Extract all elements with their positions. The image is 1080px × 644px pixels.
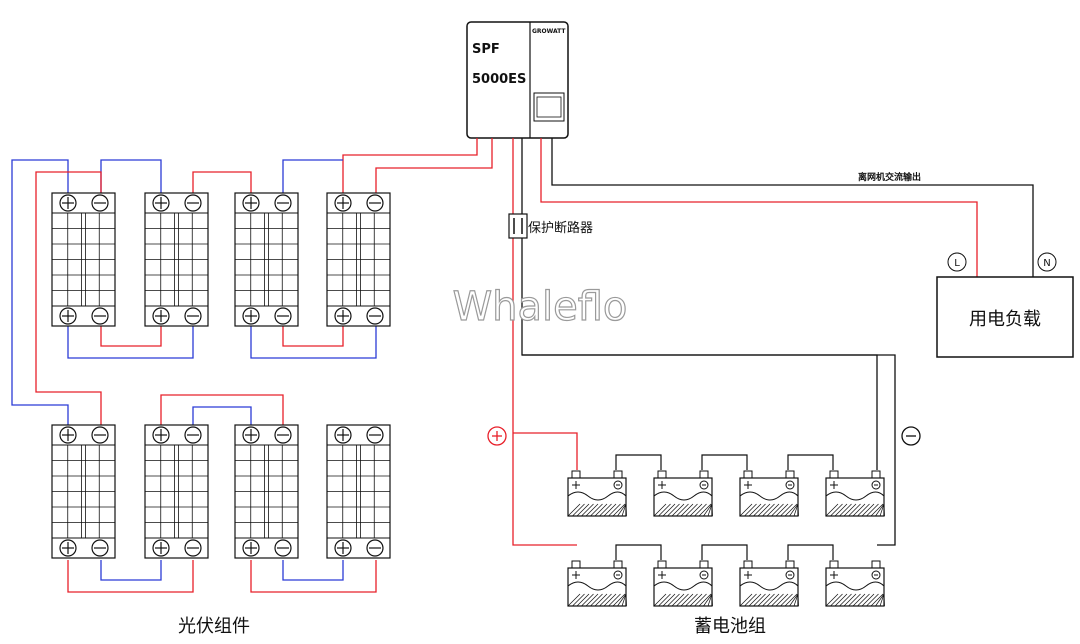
- pv-panel: [234, 424, 299, 559]
- pv-panel: [144, 424, 209, 559]
- battery-icon: [567, 560, 627, 607]
- battery-bank-label: 蓄电池组: [694, 616, 766, 637]
- inverter-display-icon: [533, 92, 565, 122]
- battery-icon: [739, 470, 799, 517]
- load-box: 用电负载: [936, 276, 1074, 358]
- wires: [342, 138, 1034, 546]
- pv-panel: [51, 192, 116, 327]
- pv-panel: [326, 424, 391, 559]
- battery-icon: [653, 560, 713, 607]
- battery-icon: [825, 470, 885, 517]
- pv-panel: [144, 192, 209, 327]
- inverter-model-line1: SPF: [472, 42, 500, 57]
- ac-output-label: 离网机交流输出: [858, 171, 921, 183]
- pv-wiring: [11, 159, 377, 593]
- pv-panel: [51, 424, 116, 559]
- pv-array-label: 光伏组件: [178, 616, 250, 637]
- watermark: Whaleflo: [453, 284, 628, 330]
- protection-breaker-icon: [508, 213, 528, 239]
- battery-icon: [825, 560, 885, 607]
- live-terminal-icon: L: [947, 252, 967, 272]
- battery-icon: [653, 470, 713, 517]
- neutral-terminal-icon: N: [1037, 252, 1057, 272]
- inverter-model-line2: 5000ES: [472, 72, 526, 87]
- inverter-brand: GROWATT: [532, 28, 566, 35]
- battery-icon: [567, 470, 627, 517]
- pv-panel: [234, 192, 299, 327]
- positive-symbol-icon: [487, 426, 507, 446]
- negative-symbol-icon: [901, 426, 921, 446]
- pv-panel: [326, 192, 391, 327]
- battery-icon: [739, 560, 799, 607]
- pv-array: [51, 192, 391, 559]
- inverter: SPF 5000ES GROWATT: [466, 21, 569, 139]
- breaker-label: 保护断路器: [528, 220, 593, 236]
- battery-bank: [567, 470, 885, 607]
- svg-text:N: N: [1043, 258, 1050, 269]
- battery-wiring: [615, 454, 834, 560]
- svg-text:L: L: [954, 258, 960, 269]
- load-label: 用电负载: [969, 309, 1041, 330]
